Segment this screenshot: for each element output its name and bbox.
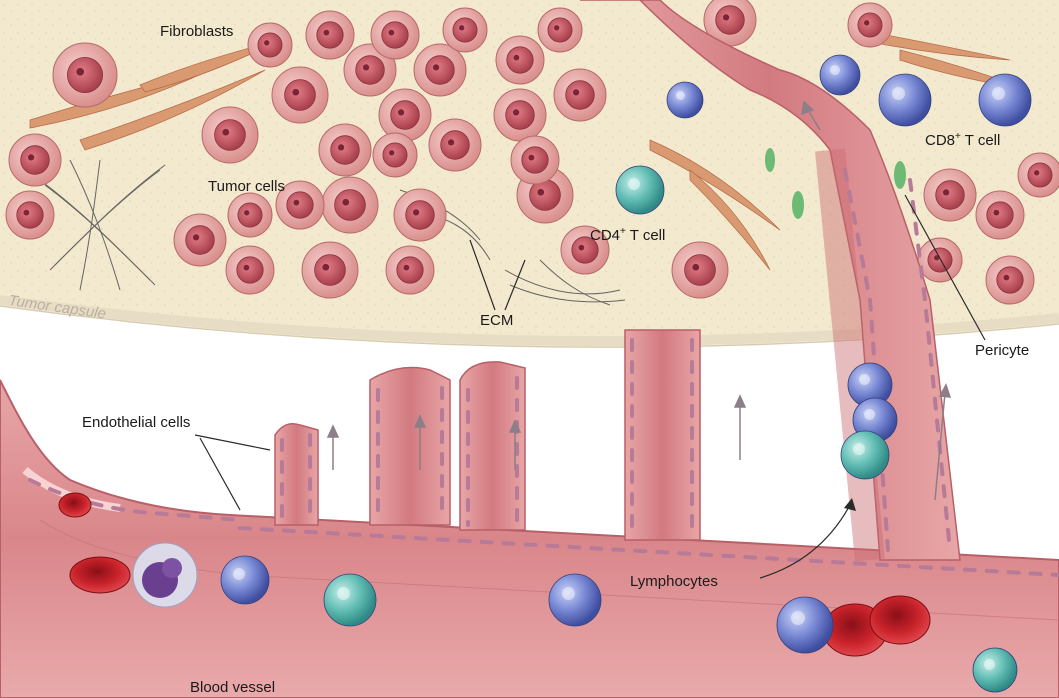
lymphocyte [221,556,269,604]
tumor-cell [379,89,431,141]
tumor-cell [538,8,582,52]
tumor-cell [672,242,728,298]
tumor-cell [371,11,419,59]
tumor-cell [918,238,962,282]
tumor-cell [202,107,258,163]
tumor-cell [386,246,434,294]
lymphocyte [973,648,1017,692]
cd8-t-cell [979,74,1031,126]
label-cd4-suffix: T cell [626,227,665,244]
tumor-cell [511,136,559,184]
tumor-cell [848,3,892,47]
label-cd4-prefix: CD4 [590,227,620,244]
label-cd8-prefix: CD8 [925,132,955,149]
tumor-cell [228,193,272,237]
tumor-cell [6,191,54,239]
tumor-cell [496,36,544,84]
tumor-cell [414,44,466,96]
label-cd4-t-cell: CD4+ T cell [590,226,665,244]
tumor-cell [924,169,976,221]
tumor-cell [306,11,354,59]
tumor-cell [174,214,226,266]
tumor-cell [976,191,1024,239]
tumor-cell [494,89,546,141]
red-blood-cell [870,596,930,644]
tumor-cell [53,43,117,107]
tumor-cell [272,67,328,123]
tumor-cell [394,189,446,241]
label-lymphocytes: Lymphocytes [630,573,718,590]
tumor-cell [248,23,292,67]
vessel-sprout-2 [370,368,450,525]
cd4-t-cell [616,166,664,214]
tumor-cell [9,134,61,186]
label-cd8-t-cell: CD8+ T cell [925,131,1000,149]
tumor-cell [1018,153,1059,197]
cd8-t-cell [820,55,860,95]
tumor-cell [554,69,606,121]
granulocyte [133,543,197,607]
label-fibroblasts: Fibroblasts [160,23,233,40]
cd8-t-cell [667,82,703,118]
lymphocyte [841,431,889,479]
tumor-cell [429,119,481,171]
tumor-cell [373,133,417,177]
tumor-cell [986,256,1034,304]
label-blood-vessel: Blood vessel [190,679,275,696]
label-tumor-cells: Tumor cells [208,178,285,195]
tumor-cell [319,124,371,176]
tumor-cell [443,8,487,52]
tumor-cell [226,246,274,294]
label-ecm: ECM [480,312,513,329]
label-pericyte: Pericyte [975,342,1029,359]
vessel-sprout-4 [625,330,700,540]
lymphocyte [549,574,601,626]
tumor-cell [322,177,378,233]
red-blood-cell [70,557,130,593]
cd8-t-cell [879,74,931,126]
tumor-cell [302,242,358,298]
label-endothelial-cells: Endothelial cells [82,414,190,431]
endothelial-leader-lines [195,435,270,510]
lymphocyte [777,597,833,653]
lymphocyte [324,574,376,626]
label-cd8-suffix: T cell [961,132,1000,149]
red-blood-cell [59,493,91,517]
